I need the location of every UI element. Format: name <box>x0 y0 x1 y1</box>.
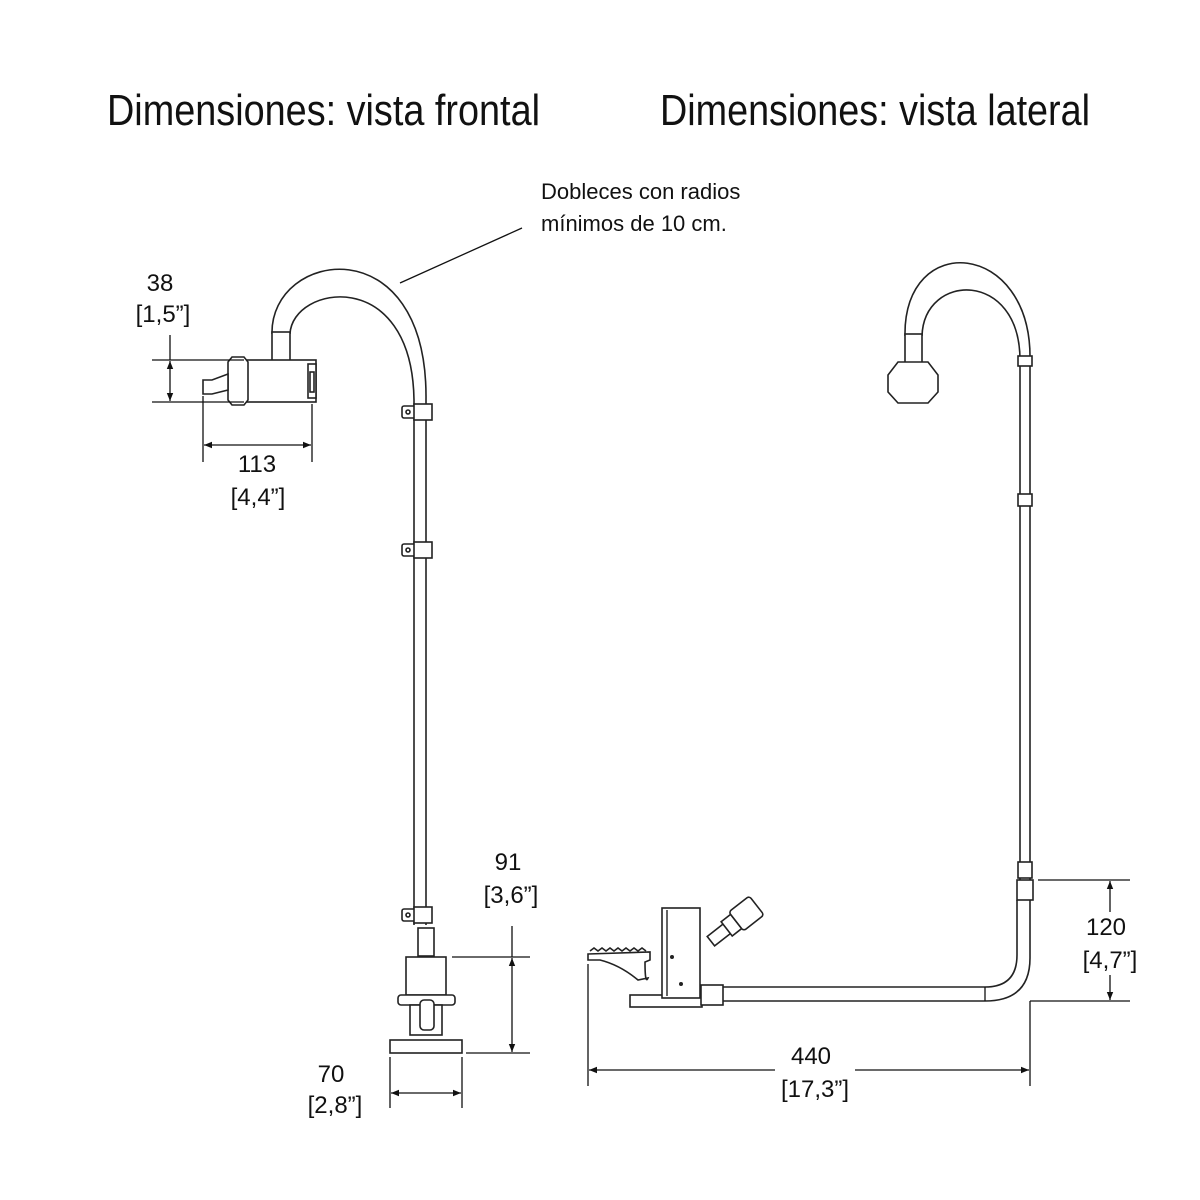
pipe-clip <box>401 906 433 924</box>
dim-value-mm: 440 <box>791 1043 831 1070</box>
side-view-title: Dimensiones: vista lateral <box>660 86 1090 135</box>
dim-value-mm: 38 <box>147 270 174 297</box>
dim-value-in: [3,6”] <box>484 882 539 909</box>
dim-lamp-height: 38 [1,5”] <box>136 270 244 403</box>
dim-value-in: [4,7”] <box>1083 947 1138 974</box>
note-leader-line <box>399 227 523 284</box>
side-view <box>587 262 1034 1008</box>
bend-note-line2: mínimos de 10 cm. <box>541 211 727 236</box>
dim-side-height: 120 [4,7”] <box>1030 879 1138 1002</box>
dim-value-in: [4,4”] <box>231 484 286 511</box>
dim-base-height: 91 [3,6”] <box>452 849 539 1054</box>
dim-side-length: 440 [17,3”] <box>587 964 1031 1103</box>
dim-value-mm: 120 <box>1086 914 1126 941</box>
dim-value-in: [17,3”] <box>781 1076 849 1103</box>
pipe-clip <box>401 403 433 421</box>
front-view <box>202 268 463 1054</box>
front-view-title: Dimensiones: vista frontal <box>107 86 540 135</box>
dim-value-mm: 70 <box>318 1061 345 1088</box>
dim-base-width: 70 [2,8”] <box>308 1057 463 1119</box>
dim-value-in: [2,8”] <box>308 1092 363 1119</box>
pipe-clip <box>401 541 433 559</box>
dim-value-in: [1,5”] <box>136 301 191 328</box>
bend-note-line1: Dobleces con radios <box>541 179 740 204</box>
dim-value-mm: 91 <box>495 849 522 876</box>
dim-lamp-length: 113 [4,4”] <box>202 396 313 511</box>
dim-value-mm: 113 <box>238 451 276 478</box>
